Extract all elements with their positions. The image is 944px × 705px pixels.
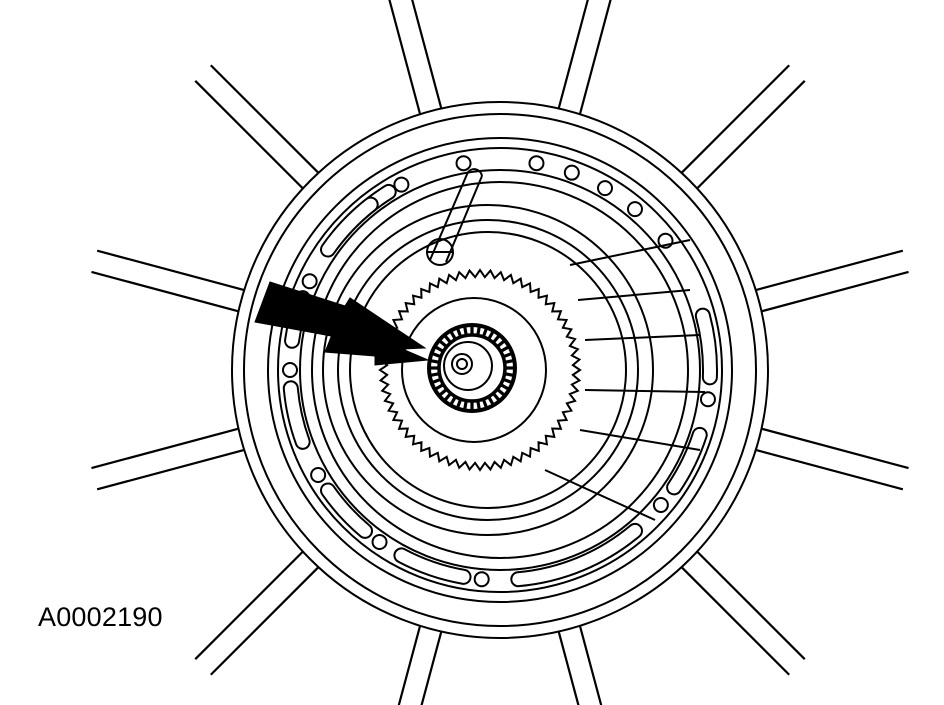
spoke — [674, 65, 805, 196]
mounting-spokes — [91, 0, 908, 705]
inner-ring — [338, 220, 638, 520]
port-slot — [321, 198, 378, 257]
port-slot — [667, 428, 707, 495]
spoke — [91, 251, 257, 314]
spoke — [742, 251, 908, 314]
plate-ring — [278, 148, 722, 592]
center-hub — [427, 323, 517, 413]
indicator-arrows — [254, 281, 429, 366]
vane-line — [585, 390, 705, 392]
port-hole — [457, 156, 471, 170]
vane-line — [570, 240, 690, 265]
port-hole — [565, 166, 579, 180]
port-hole — [373, 535, 387, 549]
plate-ring — [300, 170, 700, 570]
plate-ring — [312, 182, 688, 558]
port-hole — [529, 156, 543, 170]
spoke — [742, 427, 908, 490]
port-hole — [701, 392, 715, 406]
spoke — [91, 427, 257, 490]
port-hole — [475, 572, 489, 586]
spoke — [557, 0, 620, 128]
port-slot — [284, 381, 310, 449]
port-slot — [696, 309, 717, 385]
inner-ring — [350, 232, 626, 508]
shaft — [452, 354, 472, 374]
port-hole — [303, 274, 317, 288]
vane-line — [578, 290, 690, 300]
stator-vanes — [427, 169, 705, 520]
vane-line — [545, 470, 655, 520]
spoke — [381, 0, 444, 128]
port-slot — [511, 524, 642, 586]
vane-line — [580, 430, 700, 450]
port-hole — [654, 498, 668, 512]
spoke — [195, 544, 325, 674]
spoke — [195, 65, 326, 196]
gear-inner-ring — [402, 298, 546, 442]
inner-ring — [323, 205, 653, 535]
shaft-center — [457, 359, 467, 369]
port-hole — [394, 178, 408, 192]
vane-line — [585, 335, 700, 340]
port-slot — [394, 548, 470, 583]
plate-ring — [268, 138, 732, 602]
plate-ring — [232, 102, 768, 638]
spoke — [674, 544, 804, 674]
lower-arrow — [324, 331, 429, 366]
port-slot — [321, 483, 372, 537]
port-hole — [628, 202, 642, 216]
plate-ring — [244, 114, 756, 626]
port-hole — [598, 181, 612, 195]
figure-identifier: A0002190 — [38, 602, 163, 632]
hub-bore — [444, 342, 492, 390]
port-hole — [311, 468, 325, 482]
port-hole — [283, 363, 297, 377]
